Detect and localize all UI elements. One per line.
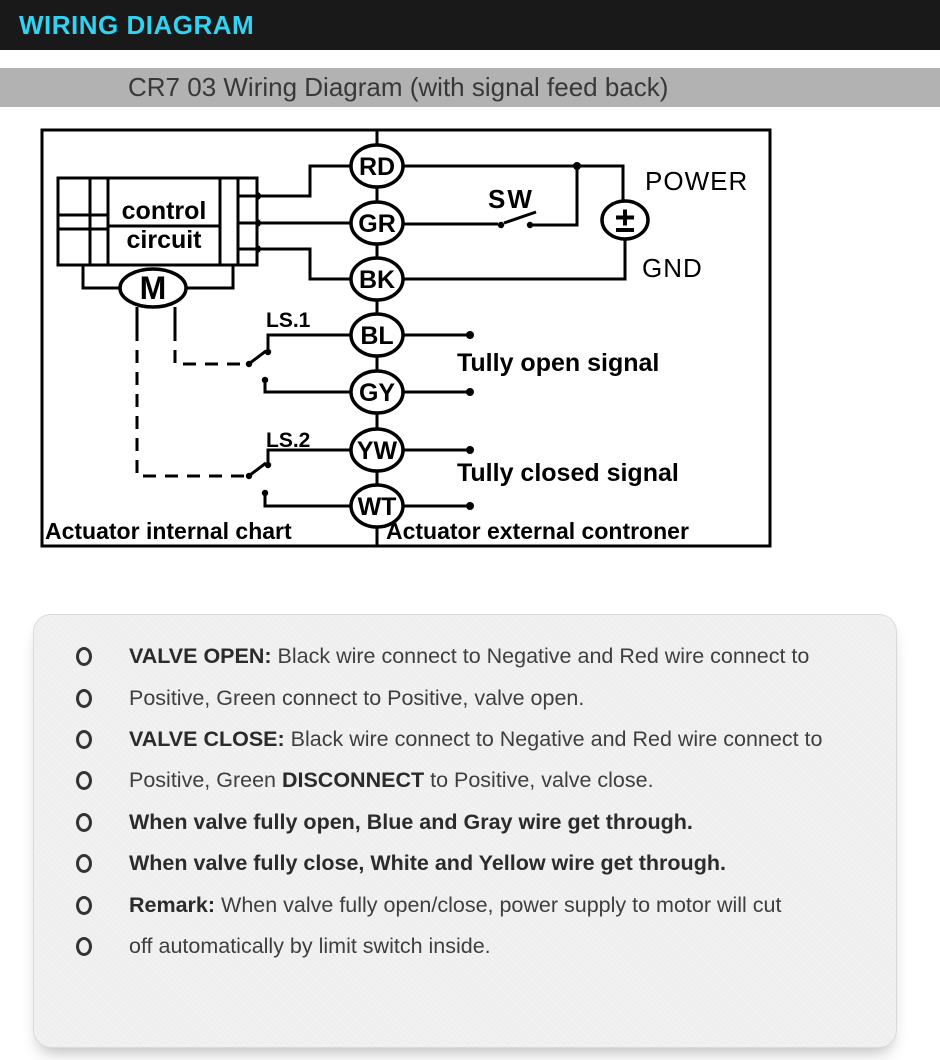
switch-sw: SW xyxy=(403,168,579,229)
diagram-caption: CR7 03 Wiring Diagram (with signal feed … xyxy=(128,72,669,102)
power-source: ± POWER GND xyxy=(403,166,748,283)
note-row: VALVE CLOSE: Black wire connect to Negat… xyxy=(34,719,896,760)
wire-node-bk xyxy=(349,256,405,302)
wire-label-gy: GY xyxy=(359,379,395,407)
external-section-label: Actuator external controner xyxy=(386,518,689,544)
control-box-label-line2: circuit xyxy=(126,226,202,254)
plus-minus-symbol: ± xyxy=(615,199,635,240)
bullet-icon xyxy=(76,854,92,874)
control-box-wires xyxy=(253,164,352,281)
limit-switch-1: LS.1 xyxy=(245,309,353,394)
motor-dashed-link-ls2 xyxy=(135,328,246,478)
wire-colour-nodes: RD GR BK BL GY YW WT xyxy=(349,143,405,529)
switch-sw-label: SW xyxy=(488,184,534,214)
wire-label-wt: WT xyxy=(358,493,397,521)
page-title: WIRING DIAGRAM xyxy=(19,9,255,40)
note-row: Remark: When valve fully open/close, pow… xyxy=(34,884,896,925)
wire-label-gr: GR xyxy=(358,210,396,238)
wire-node-rd xyxy=(349,143,405,189)
limit-switch-2: LS.2 xyxy=(245,429,353,508)
wire-node-wt xyxy=(349,483,405,529)
note-row: When valve fully close, White and Yellow… xyxy=(34,843,896,884)
signal-terminals xyxy=(403,331,474,510)
note-row: VALVE OPEN: Black wire connect to Negati… xyxy=(34,636,896,677)
bullet-icon xyxy=(76,688,92,708)
closed-signal-label: Tully closed signal xyxy=(457,459,679,487)
bullet-icon xyxy=(76,812,92,832)
limit-switch-1-label: LS.1 xyxy=(266,309,311,332)
power-wire-red xyxy=(403,162,625,203)
note-row: When valve fully open, Blue and Gray wir… xyxy=(34,802,896,843)
note-row: Positive, Green connect to Positive, val… xyxy=(34,677,896,718)
wire-node-bl xyxy=(349,312,405,358)
wire-label-bl: BL xyxy=(360,322,393,350)
limit-switch-2-label: LS.2 xyxy=(266,429,310,452)
bullet-icon xyxy=(76,647,92,667)
notes-panel: VALVE OPEN: Black wire connect to Negati… xyxy=(33,614,897,1048)
wire-node-gr xyxy=(349,200,405,246)
bullet-icon xyxy=(76,936,92,956)
wire-node-gy xyxy=(349,369,405,415)
motor-dashed-link-ls1 xyxy=(173,328,246,366)
wire-label-bk: BK xyxy=(359,266,395,294)
wire-label-yw: YW xyxy=(357,437,398,465)
open-signal-label: Tully open signal xyxy=(457,349,659,377)
wiring-diagram-figure: control circuit M LS.1 xyxy=(40,128,772,548)
gnd-label: GND xyxy=(642,253,703,283)
motor: M xyxy=(81,265,246,478)
control-box-label-line1: control xyxy=(122,197,207,225)
bullet-icon xyxy=(76,895,92,915)
control-circuit-box: control circuit xyxy=(56,176,259,267)
header-bar: WIRING DIAGRAM xyxy=(0,0,940,50)
wire-label-rd: RD xyxy=(359,153,395,181)
bullet-icon xyxy=(76,771,92,791)
power-label: POWER xyxy=(645,166,748,196)
note-row: off automatically by limit switch inside… xyxy=(34,926,896,967)
internal-section-label: Actuator internal chart xyxy=(45,518,292,544)
note-row: Positive, Green DISCONNECT to Positive, … xyxy=(34,760,896,801)
motor-label: M xyxy=(140,270,167,306)
subheader-bar: CR7 03 Wiring Diagram (with signal feed … xyxy=(0,68,940,107)
wire-node-yw xyxy=(349,427,405,473)
bullet-icon xyxy=(76,729,92,749)
